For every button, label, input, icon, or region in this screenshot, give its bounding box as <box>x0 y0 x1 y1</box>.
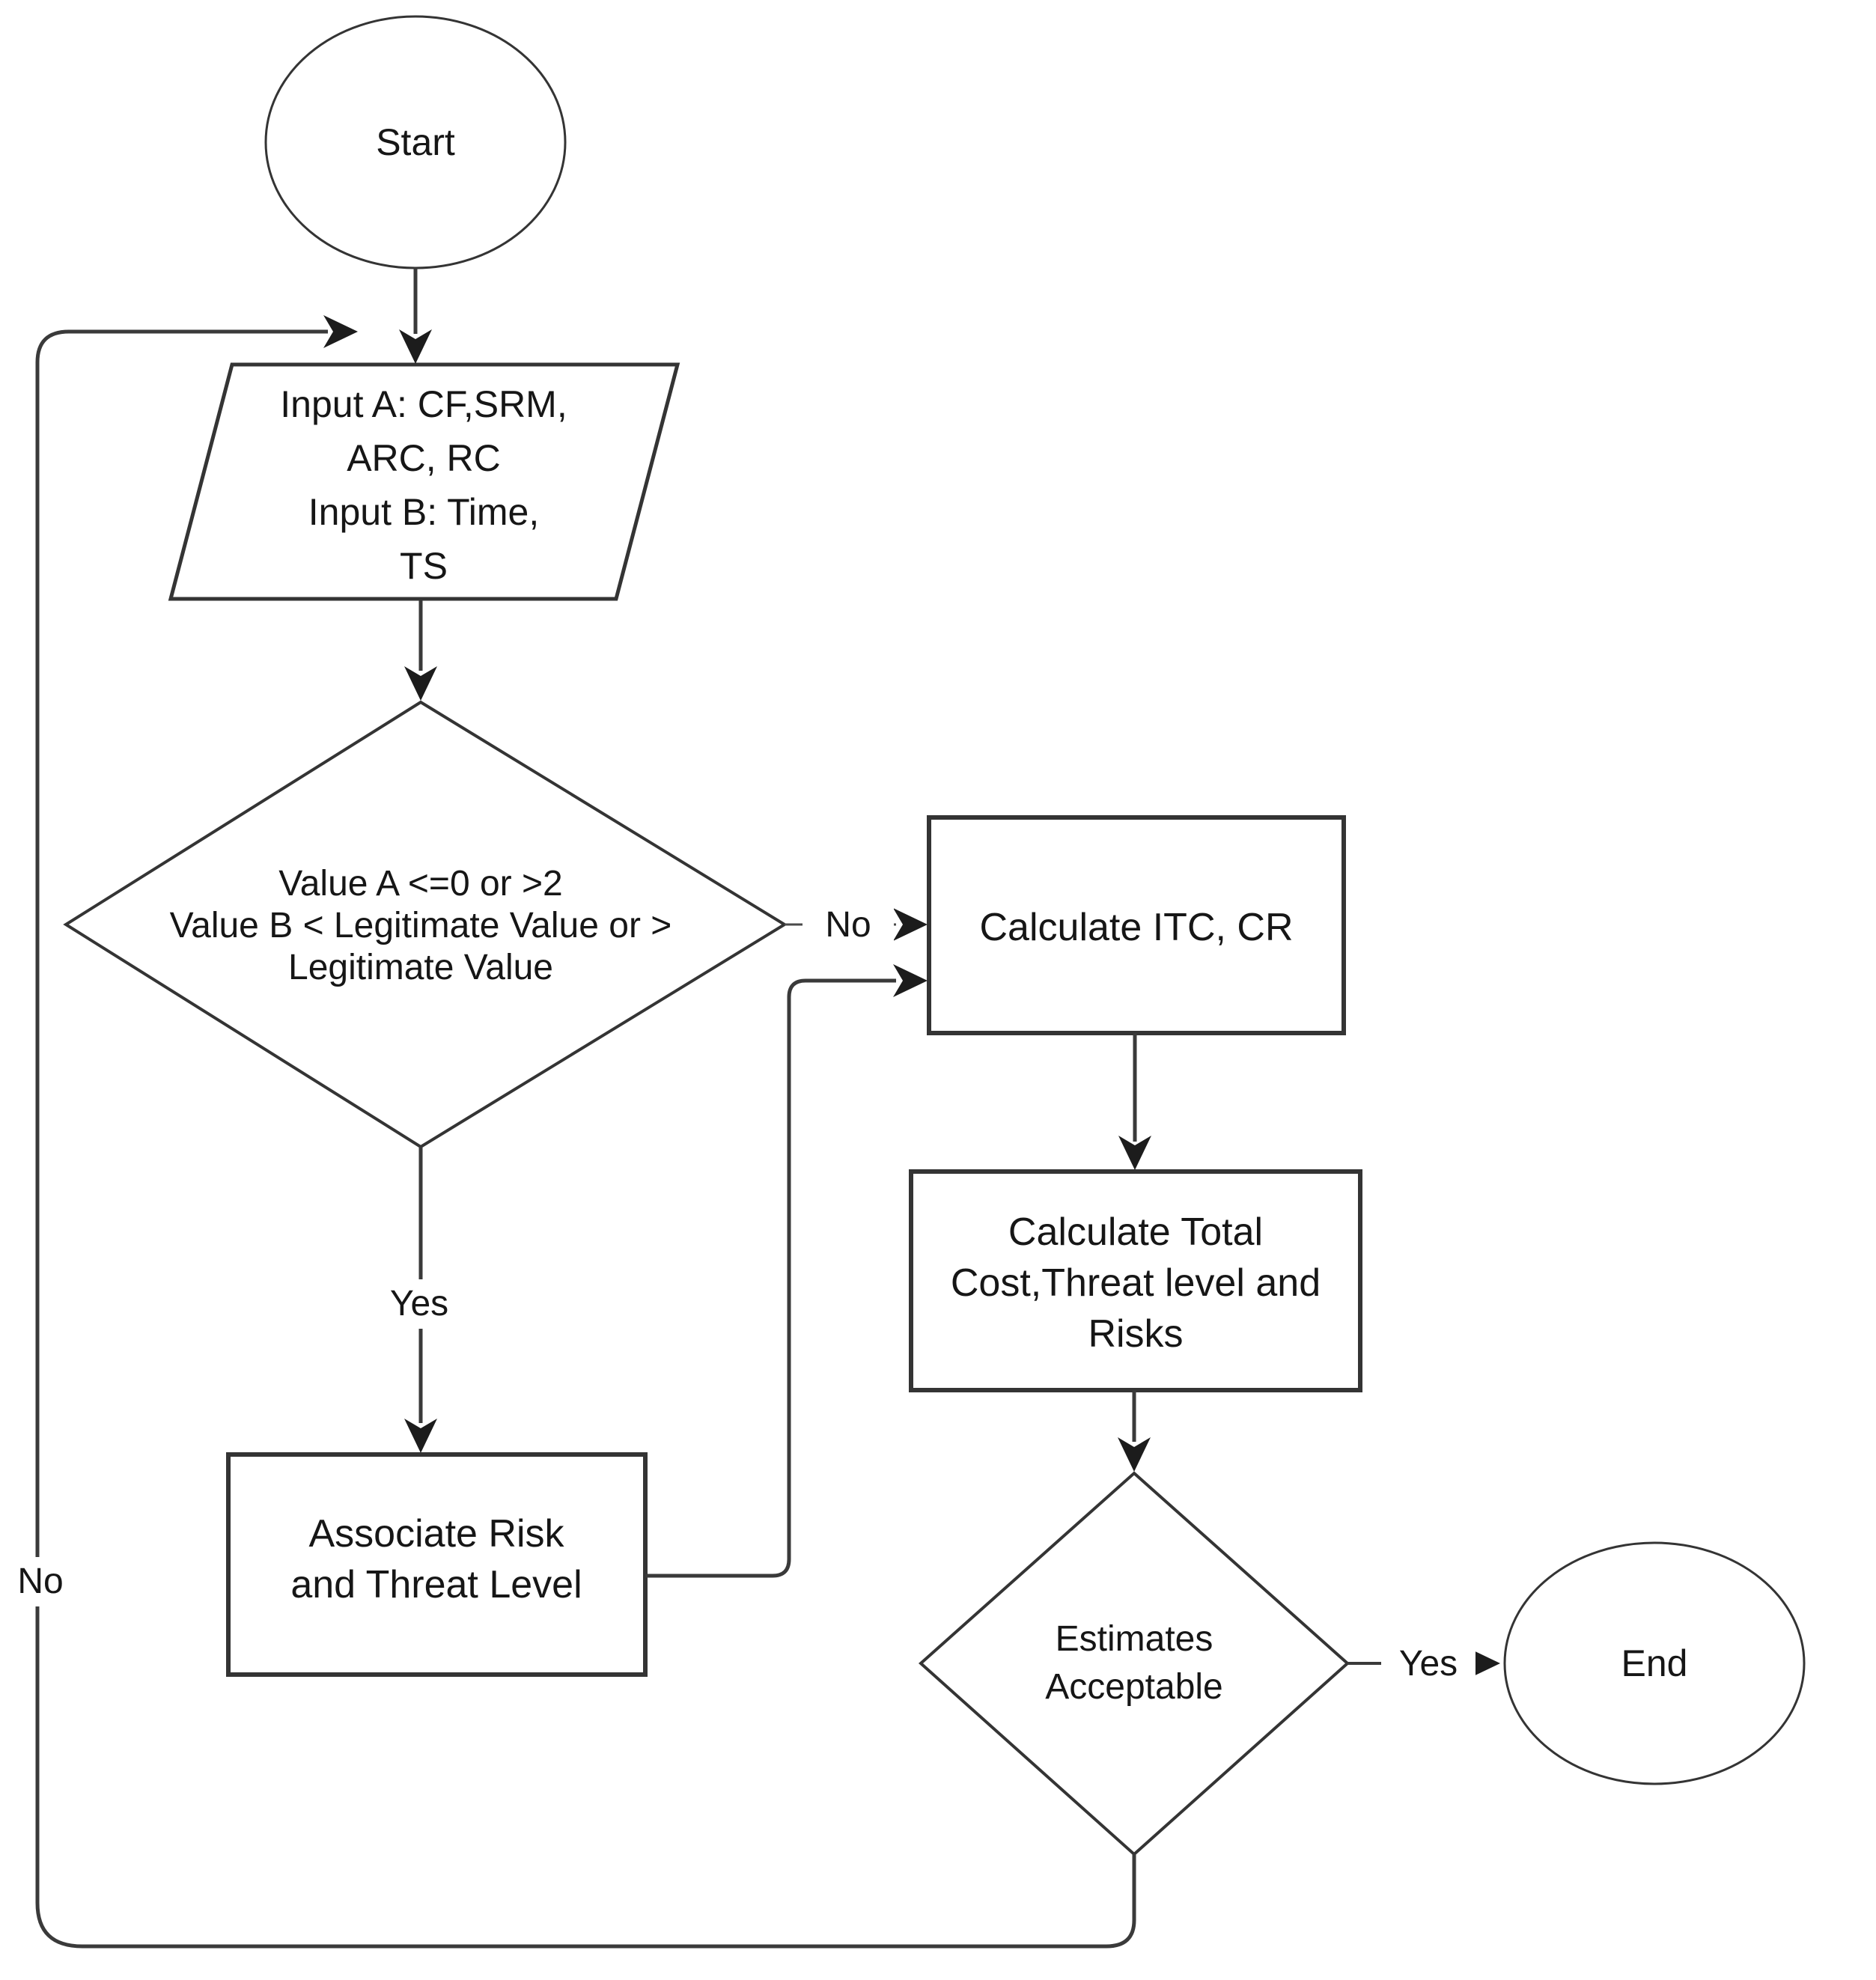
calculate-total-line1: Calculate Total <box>1008 1210 1263 1254</box>
edge-label-no-validity: No <box>825 905 871 945</box>
calculate-itc-process-shape <box>927 815 1346 1035</box>
calculate-total-line3: Risks <box>1088 1312 1183 1356</box>
edge-associate-risk-to-calculate-itc <box>645 978 896 1578</box>
no-label-background-loop <box>1 1557 79 1606</box>
edge-label-yes-validity: Yes <box>390 1284 448 1323</box>
estimates-decision-diamond-shape <box>918 1471 1350 1856</box>
edge-estimates-no-return-loop <box>35 329 1136 1949</box>
edge-label-no-estimates-loop: No <box>17 1562 63 1601</box>
end-terminator-shape <box>1503 1541 1806 1785</box>
associate-risk-line1: Associate Risk <box>309 1512 565 1556</box>
validity-label-line1: Value A <=0 or >2 <box>278 864 562 904</box>
no-label-background <box>803 901 894 950</box>
validity-label-line2: Value B < Legitimate Value or > <box>170 906 672 945</box>
edge-label-yes-estimates: Yes <box>1399 1644 1458 1684</box>
calculate-total-label: Calculate Total Cost,Threat level and Ri… <box>951 1210 1321 1356</box>
yes-label-background-estimates <box>1381 1639 1475 1689</box>
arrowhead-return-loop-junction <box>323 315 358 348</box>
calculate-total-line2: Cost,Threat level and <box>951 1261 1321 1305</box>
arrowhead-no-into-calculate-itc <box>893 908 928 941</box>
validity-label-line3: Legitimate Value <box>288 948 553 987</box>
arrowhead-into-validity-decision <box>404 666 437 701</box>
arrowhead-into-calculate-total <box>1118 1136 1151 1170</box>
estimates-decision-label: Estimates Acceptable <box>1045 1619 1223 1707</box>
input-parallelogram-shape <box>168 362 680 601</box>
start-label: Start <box>376 121 455 163</box>
arrowhead-associate-into-calculate-itc <box>893 964 928 997</box>
input-label-line2: ARC, RC <box>347 437 501 479</box>
validity-decision-label: Value A <=0 or >2 Value B < Legitimate V… <box>170 864 672 987</box>
calculate-itc-label: Calculate ITC, CR <box>980 906 1294 949</box>
calculate-total-process-shape <box>909 1169 1362 1392</box>
associate-risk-process-shape <box>226 1452 648 1677</box>
input-label: Input A: CF,SRM, ARC, RC Input B: Time, … <box>280 383 567 587</box>
arrowhead-into-associate-risk <box>404 1419 437 1453</box>
input-label-line1: Input A: CF,SRM, <box>280 383 567 425</box>
arrowhead-into-estimates-decision <box>1118 1437 1151 1472</box>
end-label: End <box>1621 1642 1688 1684</box>
input-label-line4: TS <box>400 545 448 587</box>
arrowhead-into-input <box>399 329 432 364</box>
yes-label-background <box>373 1279 466 1329</box>
estimates-label-line1: Estimates <box>1056 1619 1213 1659</box>
input-label-line3: Input B: Time, <box>308 491 539 533</box>
associate-risk-line2: and Threat Level <box>290 1563 582 1606</box>
estimates-label-line2: Acceptable <box>1045 1667 1223 1707</box>
associate-risk-label: Associate Risk and Threat Level <box>290 1512 582 1606</box>
